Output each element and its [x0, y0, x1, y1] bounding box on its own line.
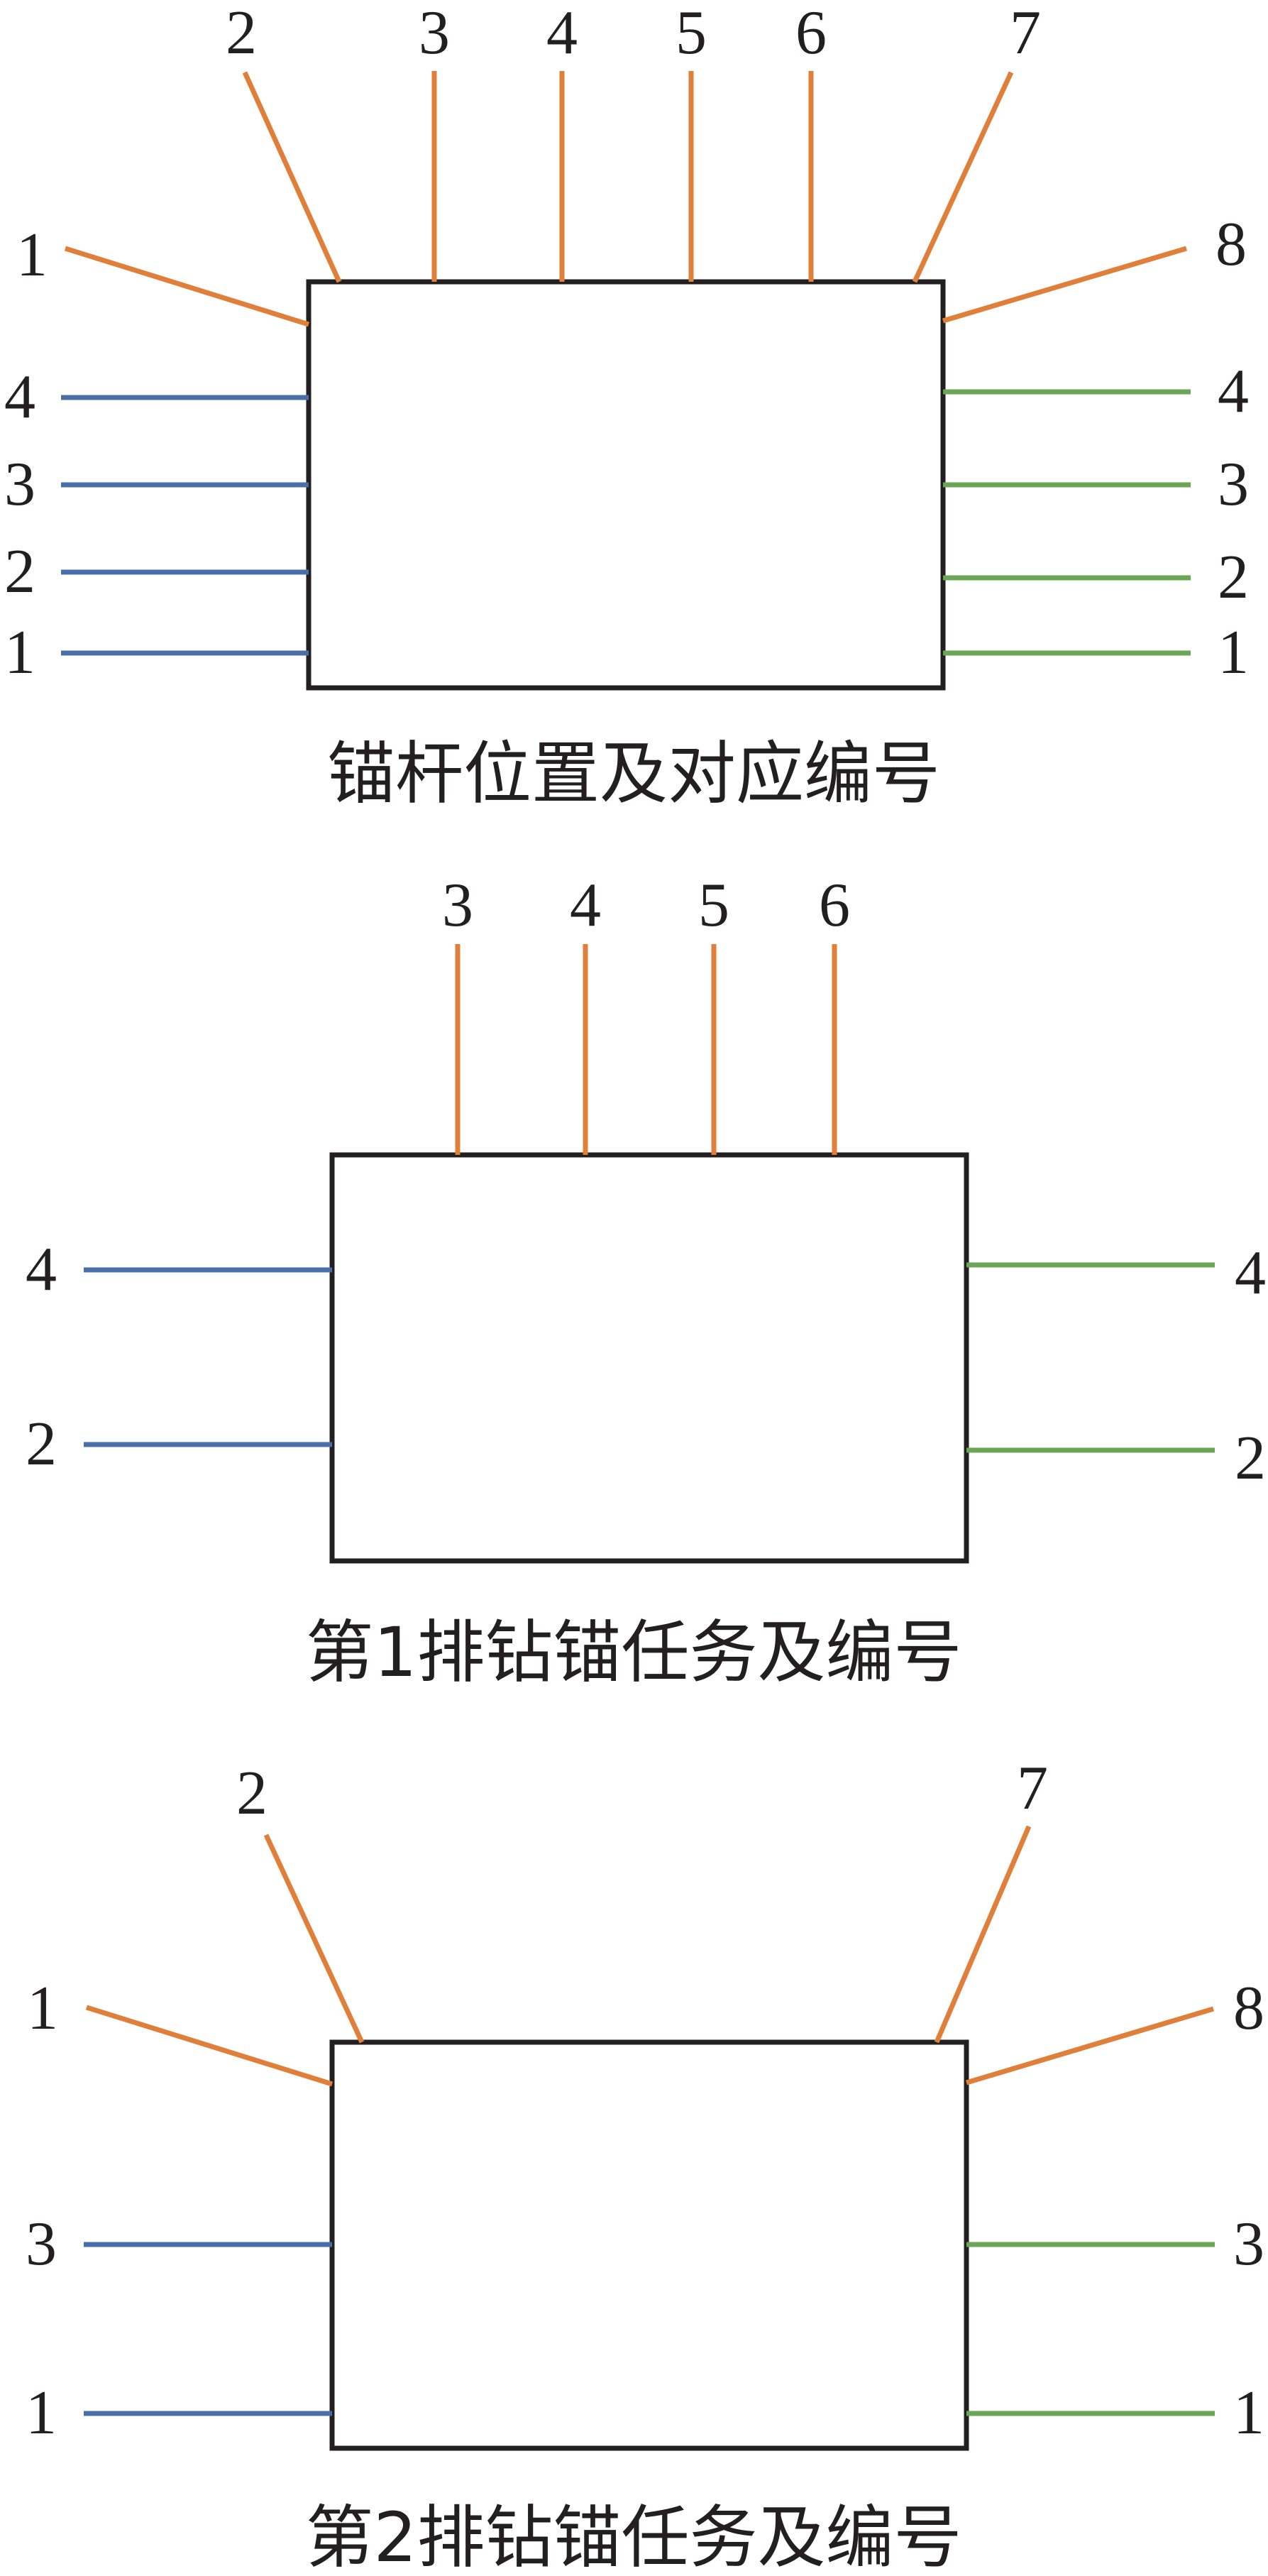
panel-3-label-top-1: 1 — [27, 1974, 58, 2043]
panel-1-label-top-5: 5 — [676, 0, 707, 67]
panel-3-anchor-top-7 — [934, 1825, 1032, 2044]
panel-1-label-left-3: 3 — [4, 450, 35, 519]
panel-3-anchor-top-8 — [965, 2006, 1215, 2086]
panel-2-caption: 第1排钻锚任务及编号 — [305, 1613, 961, 1692]
panel-row-2-task: 1 2 7 8 3 1 3 1 第2排钻锚任务及编号 — [26, 1754, 1264, 2576]
panel-1-caption: 锚杆位置及对应编号 — [327, 734, 940, 813]
panel-1-anchor-top-1 — [64, 246, 310, 327]
panel-3-label-top-8: 8 — [1233, 1974, 1264, 2043]
panel-3-label-right-1: 1 — [1233, 2379, 1264, 2448]
panel-3-anchor-top-2 — [263, 1834, 365, 2044]
panel-1-label-left-1: 1 — [4, 618, 35, 687]
panel-2-label-right-4: 4 — [1235, 1239, 1266, 1308]
panel-3-label-top-2: 2 — [236, 1759, 268, 1828]
panel-3-label-top-7: 7 — [1017, 1754, 1048, 1823]
panel-1-label-top-3: 3 — [419, 0, 450, 67]
panel-2-label-left-4: 4 — [26, 1235, 57, 1304]
panel-1-label-top-2: 2 — [226, 0, 257, 67]
panel-2-label-top-6: 6 — [819, 871, 850, 940]
panel-1-label-right-4: 4 — [1218, 357, 1249, 426]
panel-3-label-left-1: 1 — [26, 2379, 57, 2448]
panel-3-label-right-3: 3 — [1233, 2210, 1264, 2279]
panel-1-anchor-top-2 — [242, 71, 342, 283]
panel-1-label-right-1: 1 — [1218, 618, 1249, 687]
panel-1-anchor-top-8 — [942, 246, 1187, 324]
panel-1-anchor-top-7 — [912, 71, 1014, 283]
panel-anchor-positions: 1 2 3 4 5 6 7 8 4 3 2 1 4 3 2 1 锚杆位置及对应编… — [4, 0, 1249, 813]
panel-1-label-left-2: 2 — [4, 537, 35, 606]
panel-1-label-top-1: 1 — [16, 221, 48, 290]
panel-3-caption: 第2排钻锚任务及编号 — [305, 2498, 961, 2576]
panel-2-label-left-2: 2 — [26, 1410, 57, 1479]
panel-1-label-right-3: 3 — [1218, 450, 1249, 519]
panel-1-label-left-4: 4 — [4, 363, 35, 432]
panel-1-label-top-6: 6 — [795, 0, 827, 67]
panel-3-label-left-3: 3 — [26, 2210, 57, 2279]
panel-1-label-top-8: 8 — [1215, 210, 1247, 279]
panel-1-label-right-2: 2 — [1218, 543, 1249, 612]
panel-1-label-top-7: 7 — [1010, 0, 1041, 67]
panel-2-label-top-4: 4 — [570, 871, 601, 940]
panel-2-label-right-2: 2 — [1235, 1424, 1266, 1493]
panel-2-box — [329, 1152, 969, 1564]
panel-1-box — [306, 279, 946, 691]
panel-row-1-task: 3 4 5 6 4 2 4 2 第1排钻锚任务及编号 — [26, 871, 1266, 1692]
panel-1-label-top-4: 4 — [546, 0, 578, 67]
panel-3-box — [329, 2039, 969, 2451]
panel-3-anchor-top-1 — [85, 2005, 333, 2087]
panel-2-label-top-5: 5 — [698, 871, 729, 940]
panel-2-label-top-3: 3 — [442, 871, 473, 940]
